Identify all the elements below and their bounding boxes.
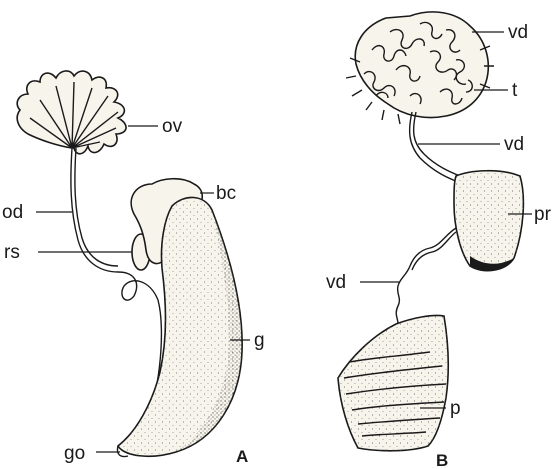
ovary [17, 71, 126, 154]
label-od: od [2, 202, 23, 223]
label-p: p [450, 398, 461, 419]
label-g: g [254, 330, 265, 351]
penis-stipple [338, 315, 448, 450]
label-vd-top: vd [508, 22, 528, 43]
vas-deferens-lower [396, 228, 456, 324]
panel-label-a: A [236, 447, 248, 466]
label-ov: ov [162, 116, 183, 137]
label-rs: rs [4, 242, 20, 263]
label-pr: pr [534, 204, 552, 225]
label-go: go [64, 443, 85, 464]
label-vd-left: vd [326, 272, 346, 293]
vas-deferens-lower-inner [412, 232, 456, 270]
panel-label-b: B [436, 451, 448, 469]
prostate-stipple [454, 171, 523, 271]
label-t: t [512, 80, 518, 101]
testis [346, 12, 494, 124]
figure-b: vd t vd pr vd p B [326, 12, 552, 469]
label-vd-mid: vd [504, 134, 524, 155]
label-bc: bc [216, 183, 236, 204]
figure-a: ov od rs bc g go A [2, 71, 265, 466]
